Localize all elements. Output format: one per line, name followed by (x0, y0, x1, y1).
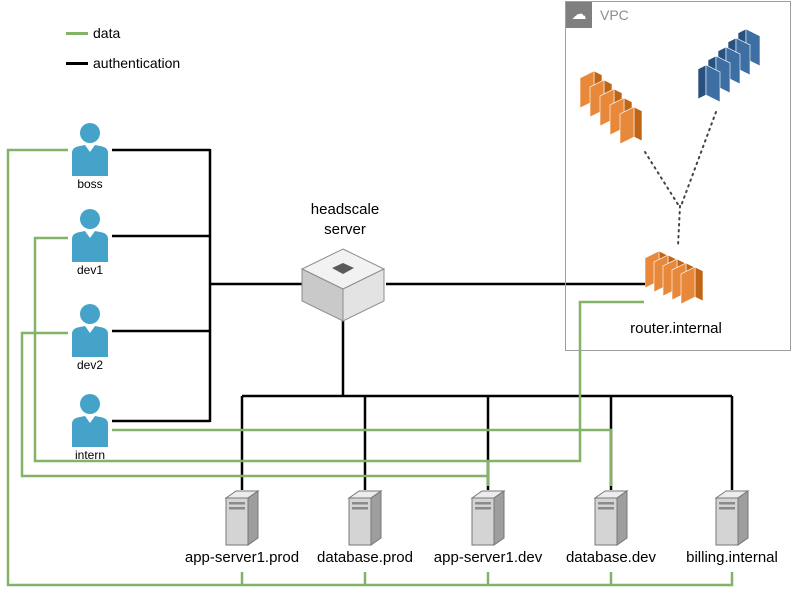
server-label-billing-internal: billing.internal (686, 549, 778, 566)
server-label-app-server1-dev: app-server1.dev (433, 549, 543, 566)
server-icon-database-prod (347, 490, 383, 546)
server-icon-billing-internal (714, 490, 750, 546)
data-lines (6, 148, 734, 587)
vpc-route-lines (644, 111, 717, 247)
user-icon-dev2 (72, 304, 108, 357)
user-icon-dev1 (72, 209, 108, 262)
headscale-server-label: headscale server (310, 201, 380, 238)
headscale-server-icon (300, 248, 386, 322)
cloud-icon: ☁ (566, 2, 592, 28)
user-label-dev2: dev2 (76, 358, 104, 372)
user-label-boss: boss (77, 177, 103, 191)
auth-line-swatch (66, 61, 88, 65)
router-internal-icon (645, 250, 704, 305)
user-icon-intern (72, 394, 108, 447)
server-icon-app-server1-prod (224, 490, 260, 546)
vpc-resource-stack-blue-icon (697, 28, 760, 103)
data-line-swatch (66, 31, 88, 35)
vpc-resource-stack-orange-icon (580, 70, 643, 145)
user-label-dev1: dev1 (76, 263, 104, 277)
server-label-database-prod: database.prod (317, 549, 413, 566)
legend-item-data: data (66, 18, 180, 48)
legend-label-authentication: authentication (93, 55, 181, 71)
legend-item-authentication: authentication (66, 48, 180, 78)
router-internal-label: router.internal (630, 320, 722, 337)
server-label-app-server1-prod: app-server1.prod (184, 549, 300, 566)
legend: data authentication (66, 18, 180, 78)
user-icon-boss (72, 123, 108, 176)
legend-label-data: data (93, 25, 121, 41)
vpc-container: ☁ VPC (565, 1, 791, 351)
vpc-label: VPC (600, 7, 629, 23)
server-icon-app-server1-dev (470, 490, 506, 546)
server-label-database-dev: database.dev (565, 549, 657, 566)
server-icon-database-dev (593, 490, 629, 546)
user-label-intern: intern (74, 448, 106, 462)
